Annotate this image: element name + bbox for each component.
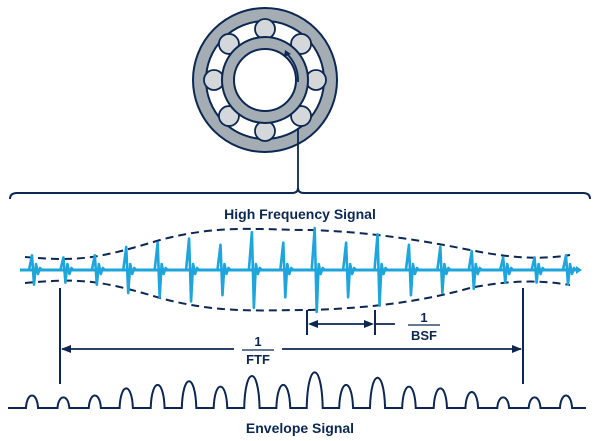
bore <box>233 48 297 112</box>
signal-impulse <box>436 245 452 295</box>
signal-impulse <box>90 254 106 286</box>
signal-impulse <box>530 256 546 284</box>
signal-impulse <box>27 254 43 286</box>
signal-impulse <box>247 230 263 310</box>
signal-impulse <box>153 241 169 299</box>
ftf-arrow-right-icon <box>512 345 522 353</box>
signal-impulse <box>121 245 138 295</box>
envelope-signal-title: Envelope Signal <box>246 420 354 436</box>
bearing-illustration <box>192 7 338 188</box>
signal-bracket <box>9 187 591 200</box>
signal-impulse <box>59 256 75 284</box>
signal-impulse <box>216 243 232 297</box>
signal-impulse <box>373 233 389 307</box>
high-frequency-signal <box>20 226 582 314</box>
signal-impulse <box>310 226 326 314</box>
rotation-arrowhead-icon <box>284 50 291 57</box>
signal-end-tip <box>576 266 582 274</box>
signal-impulse <box>467 249 483 291</box>
ftf-numerator: 1 <box>254 334 261 349</box>
signal-impulse <box>341 241 358 299</box>
high-frequency-signal-title: High Frequency Signal <box>224 206 376 222</box>
bsf-numerator: 1 <box>420 310 427 325</box>
signal-impulse <box>404 243 420 297</box>
ftf-arrow-left-icon <box>61 345 71 353</box>
bsf-arrow-right-icon <box>364 320 374 328</box>
envelope-signal-trace <box>8 371 586 409</box>
signal-impulse <box>279 241 295 299</box>
envelope-lower-dashed <box>24 279 571 312</box>
envelope-upper-dashed <box>24 227 571 260</box>
signal-impulse <box>561 254 577 286</box>
bsf-denominator: BSF <box>411 328 437 343</box>
signal-impulse <box>184 237 200 303</box>
signal-impulse <box>498 256 515 284</box>
ftf-denominator: FTF <box>246 352 270 367</box>
bsf-arrow-left-icon <box>308 320 318 328</box>
